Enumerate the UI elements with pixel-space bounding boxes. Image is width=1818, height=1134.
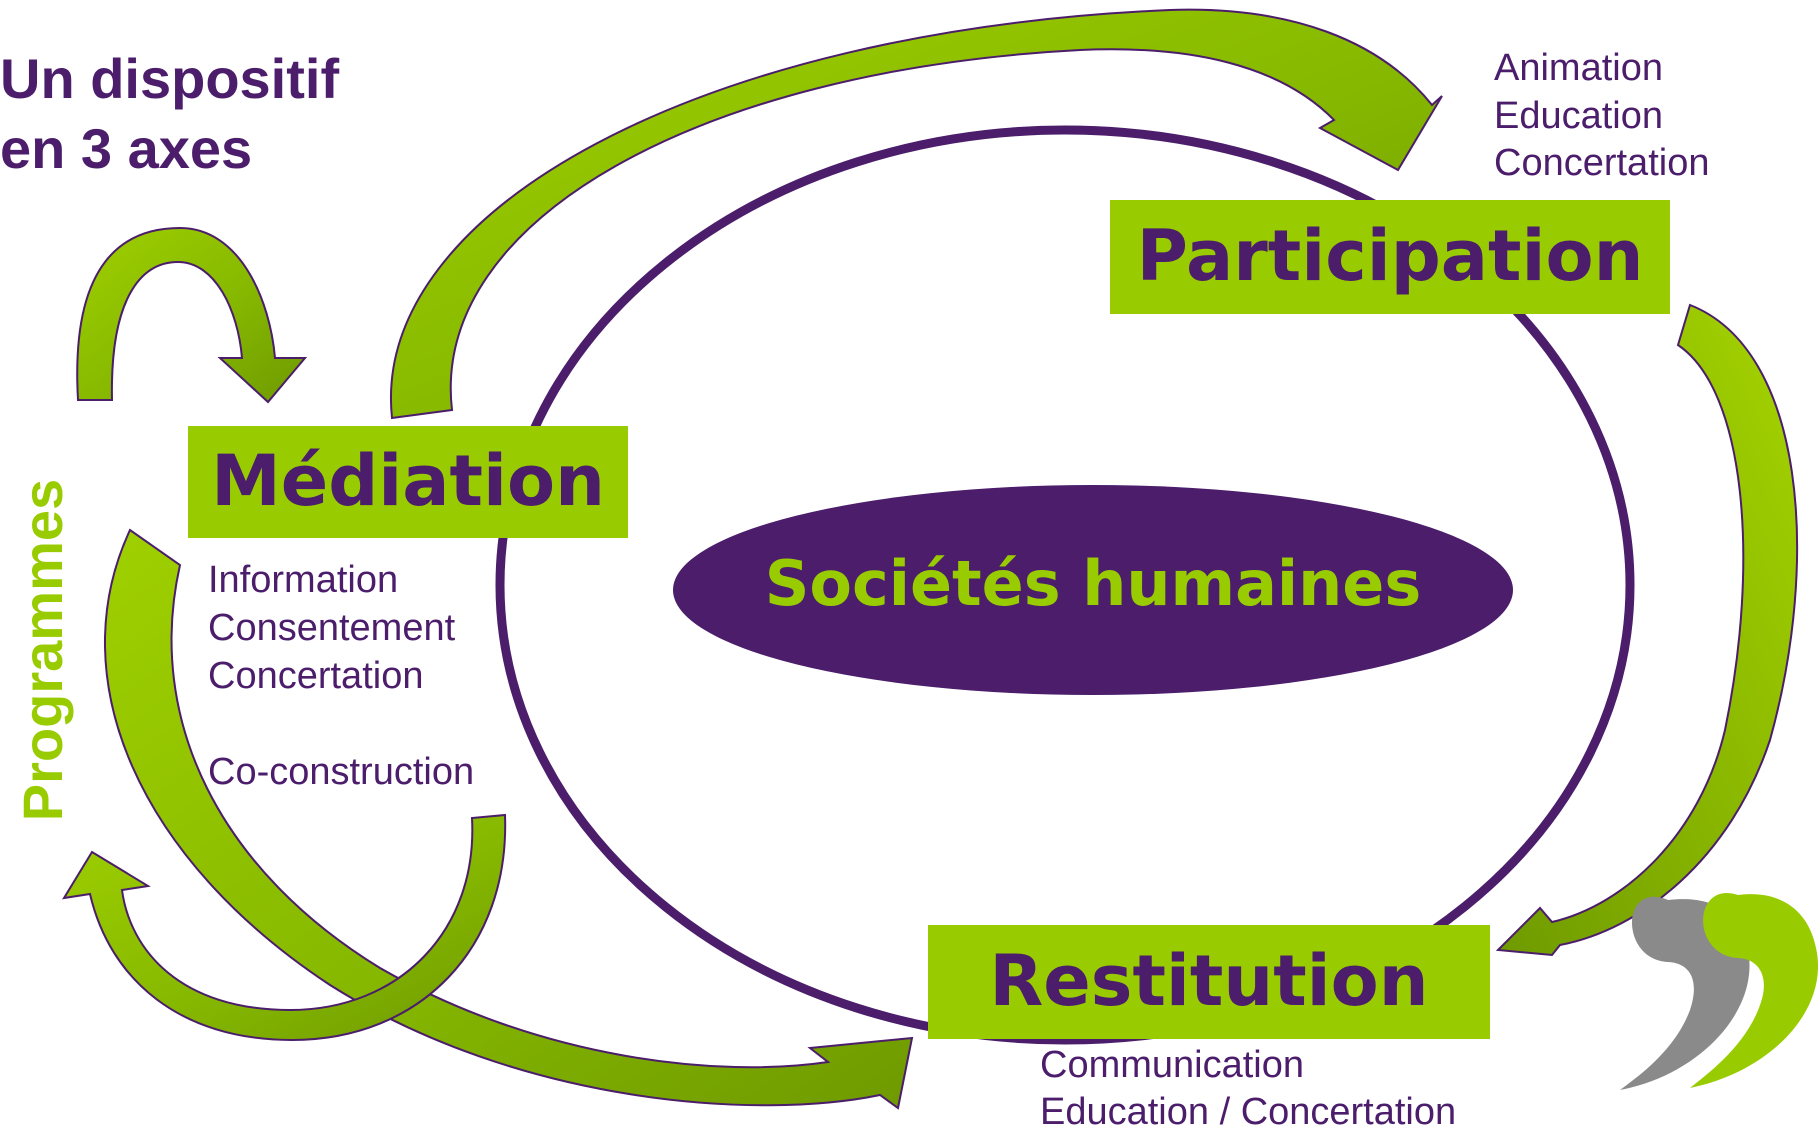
restitution-item: Education / Concertation <box>1040 1091 1456 1133</box>
participation-item: Concertation <box>1494 142 1709 184</box>
restitution-box <box>928 925 1490 1039</box>
outer-cycle-ring <box>495 125 1635 1045</box>
mediation-item: Co-construction <box>208 751 474 793</box>
arrow-programmes-loop-top-icon <box>76 226 308 404</box>
participation-item: Animation <box>1494 47 1663 89</box>
mediation-item: Consentement <box>208 607 456 649</box>
restitution-label: Restitution <box>989 940 1428 1022</box>
restitution-item: Communication <box>1040 1044 1304 1086</box>
mediation-item: Concertation <box>208 655 423 697</box>
mediation-label: Médiation <box>211 440 605 522</box>
center-ellipse <box>673 485 1513 695</box>
programmes-side-label: Programmes <box>11 479 74 821</box>
page-title-line-2: en 3 axes <box>0 117 252 180</box>
mediation-item: Information <box>208 559 398 601</box>
participation-item: Education <box>1494 95 1663 137</box>
participation-label: Participation <box>1137 215 1644 297</box>
arrow-mediation-to-restitution-icon <box>103 528 914 1110</box>
mediation-box <box>188 426 628 538</box>
arrow-programmes-loop-bottom-icon <box>62 813 507 1042</box>
participation-box <box>1110 200 1670 314</box>
center-label: Sociétés humaines <box>765 547 1422 620</box>
arrow-participation-to-restitution-icon <box>1495 303 1799 957</box>
quote-mark-icon <box>1620 893 1818 1090</box>
arrow-mediation-to-participation-icon <box>389 8 1443 420</box>
page-title-line-1: Un dispositif <box>0 47 339 110</box>
